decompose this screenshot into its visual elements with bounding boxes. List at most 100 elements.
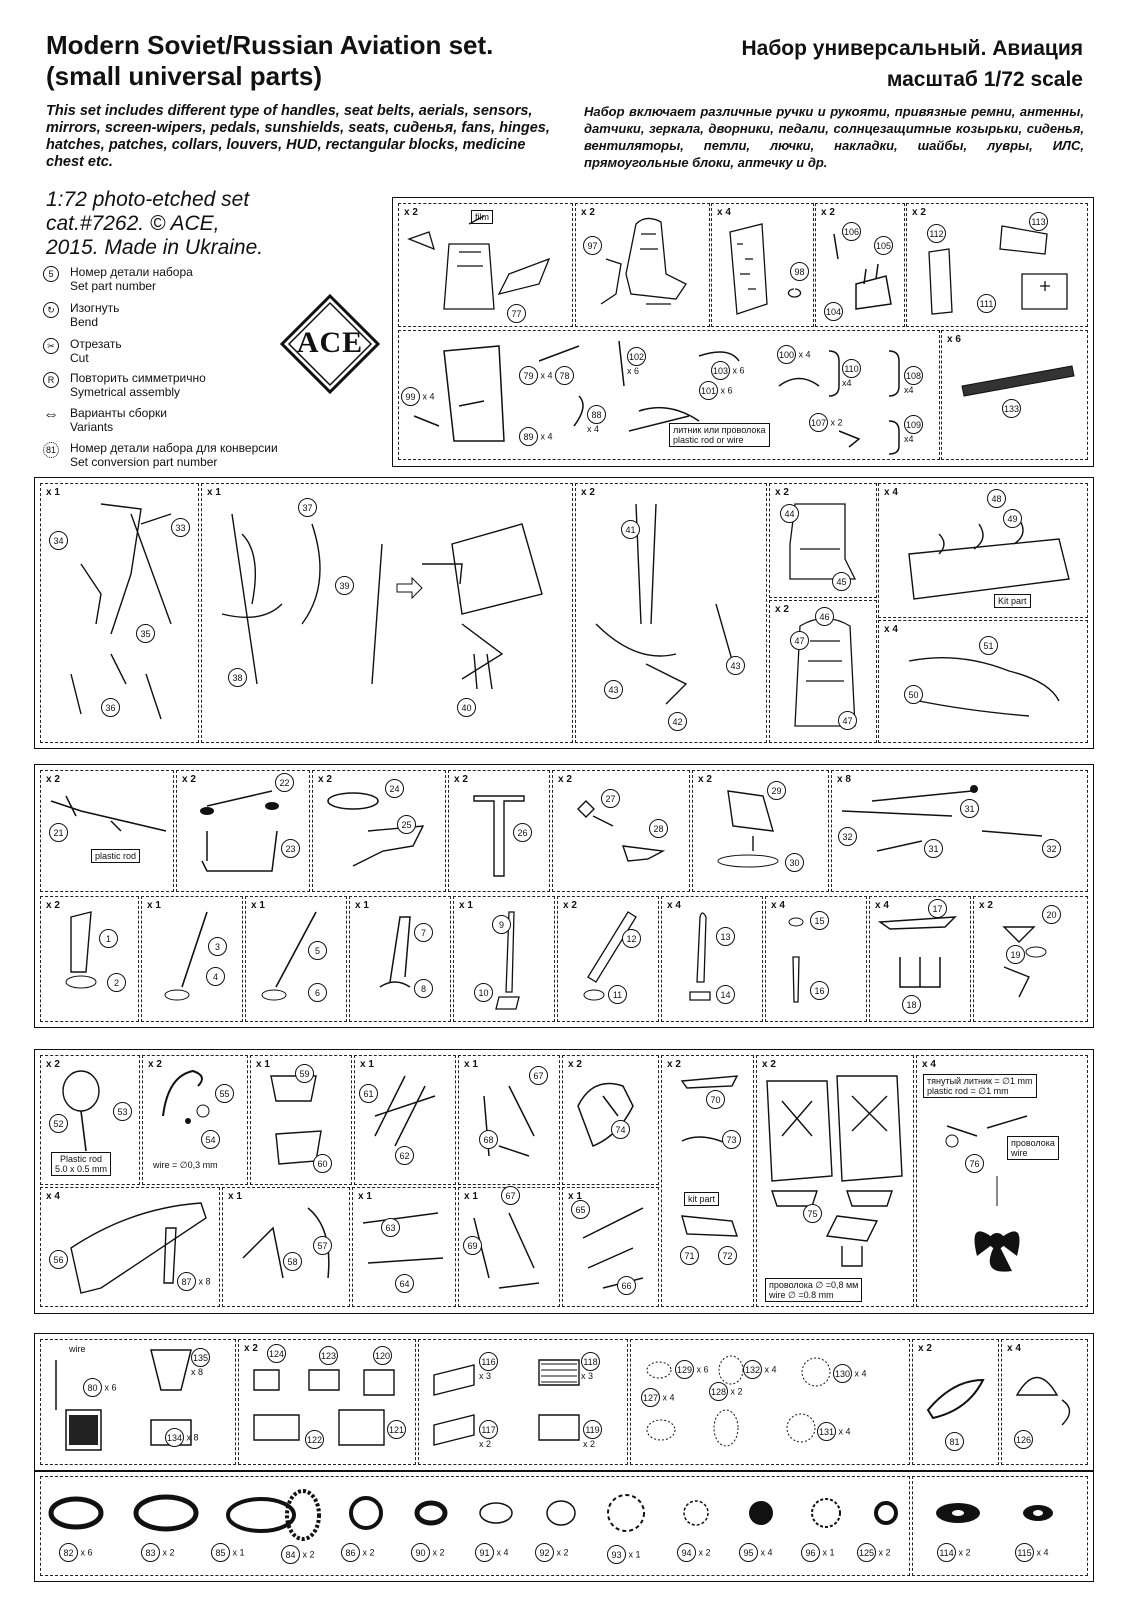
part-67b: 67 — [501, 1186, 520, 1205]
part-121: 121 — [387, 1420, 406, 1439]
part-135: 135 — [191, 1348, 210, 1367]
cell-part-70: x 2 70 73 kit part 71 72 — [661, 1055, 754, 1307]
part-104: 104 — [824, 302, 843, 321]
part-58: 58 — [283, 1252, 302, 1271]
part-83: 83 — [141, 1543, 160, 1562]
part-28: 28 — [649, 819, 668, 838]
part-108: 108 — [904, 366, 923, 385]
part-44: 44 — [780, 504, 799, 523]
part-54: 54 — [201, 1130, 220, 1149]
part-46: 46 — [815, 607, 834, 626]
part-134: 134 — [165, 1428, 184, 1447]
cell-part-56: x 4 56 87 x 8 — [40, 1187, 220, 1307]
part-66: 66 — [617, 1276, 636, 1295]
part-111: 111 — [977, 294, 996, 313]
part-31b: 31 — [960, 799, 979, 818]
cell-bench-belts: x 4 51 50 — [878, 620, 1088, 743]
part-69: 69 — [463, 1236, 482, 1255]
part-76: 76 — [965, 1154, 984, 1173]
part-106: 106 — [842, 222, 861, 241]
part-61: 61 — [359, 1084, 378, 1103]
part-102: 102 — [627, 347, 646, 366]
part-56: 56 — [49, 1250, 68, 1269]
cell-louver-strip: x 6 133 — [941, 330, 1088, 460]
part-number-icon: 5 — [43, 266, 59, 282]
part-5: 5 — [308, 941, 327, 960]
part-55: 55 — [215, 1084, 234, 1103]
cell-part-65: x 1 65 66 — [562, 1187, 659, 1307]
part-40: 40 — [457, 698, 476, 717]
cell-part-69: x 1 67 69 — [458, 1186, 560, 1307]
part-3: 3 — [208, 937, 227, 956]
part-18: 18 — [902, 995, 921, 1014]
cell-part-15: x 4 15 16 — [765, 896, 867, 1022]
part-114: 114 — [937, 1543, 956, 1562]
part-89: 89 — [519, 427, 538, 446]
panel-aerials — [34, 764, 1094, 1028]
part-17: 17 — [928, 899, 947, 918]
part-101: 101 — [699, 381, 718, 400]
part-31a: 31 — [924, 839, 943, 858]
title-en-line1: Modern Soviet/Russian Aviation set. — [46, 30, 494, 60]
part-85: 85 — [211, 1543, 230, 1562]
panel-mirrors-seats — [34, 1049, 1094, 1314]
part-14: 14 — [716, 985, 735, 1004]
wire-small-label: wire — [69, 1344, 86, 1354]
part-120: 120 — [373, 1346, 392, 1365]
part-48: 48 — [987, 489, 1006, 508]
cell-harness: x 1 37 39 38 40 — [201, 483, 573, 743]
panel-cockpit-details — [392, 197, 1094, 467]
part-7: 7 — [414, 923, 433, 942]
title-ru-line1: Набор универсальный. Авиация — [741, 37, 1083, 60]
part-30: 30 — [785, 853, 804, 872]
part-52: 52 — [49, 1114, 68, 1133]
part-133: 133 — [1002, 399, 1021, 418]
panel-collars — [34, 1471, 1094, 1582]
part-45: 45 — [832, 572, 851, 591]
part-72: 72 — [718, 1246, 737, 1265]
part-6: 6 — [308, 983, 327, 1002]
part-2: 2 — [107, 973, 126, 992]
part-33: 33 — [171, 518, 190, 537]
part-25: 25 — [397, 815, 416, 834]
cell-part-13: x 4 13 14 — [661, 896, 763, 1022]
part-60: 60 — [313, 1154, 332, 1173]
part-47b: 47 — [838, 711, 857, 730]
part-117: 117 — [479, 1420, 498, 1439]
cell-part-27: x 2 27 28 — [552, 770, 690, 892]
cell-part-63: x 1 63 64 — [352, 1187, 456, 1307]
part-126: 126 — [1014, 1430, 1033, 1449]
part-11: 11 — [608, 985, 627, 1004]
part-74: 74 — [611, 1120, 630, 1139]
part-109: 109 — [904, 415, 923, 434]
wire-03-label: wire = ∅0,3 mm — [153, 1160, 218, 1170]
part-27: 27 — [601, 789, 620, 808]
part-128: 128 — [709, 1382, 728, 1401]
cell-washers: 82 x 6 83 x 2 85 x 1 84 x 2 86 x 2 90 x … — [40, 1476, 910, 1576]
cell-part-58: x 1 58 57 — [222, 1187, 350, 1307]
part-43a: 43 — [604, 680, 623, 699]
part-32b: 32 — [1042, 839, 1061, 858]
part-70: 70 — [706, 1090, 725, 1109]
part-98: 98 — [790, 262, 809, 281]
part-119: 119 — [583, 1420, 602, 1439]
part-73: 73 — [722, 1130, 741, 1149]
symmetric-icon: R — [43, 372, 59, 388]
description-ru: Набор включает различные ручки и рукояти… — [584, 104, 1084, 170]
plastic-rod-label: plastic rod — [91, 849, 141, 863]
part-100: 100 — [777, 345, 796, 364]
part-113: 113 — [1029, 212, 1048, 231]
part-37: 37 — [298, 498, 317, 517]
catalog-line3: 2015. Made in Ukraine. — [46, 236, 264, 259]
part-22: 22 — [275, 773, 294, 792]
part-43b: 43 — [726, 656, 745, 675]
part-51: 51 — [979, 636, 998, 655]
part-20: 20 — [1042, 905, 1061, 924]
cell-part-24: x 2 24 25 — [312, 770, 446, 892]
kit-part-label-b: kit part — [684, 1192, 720, 1206]
